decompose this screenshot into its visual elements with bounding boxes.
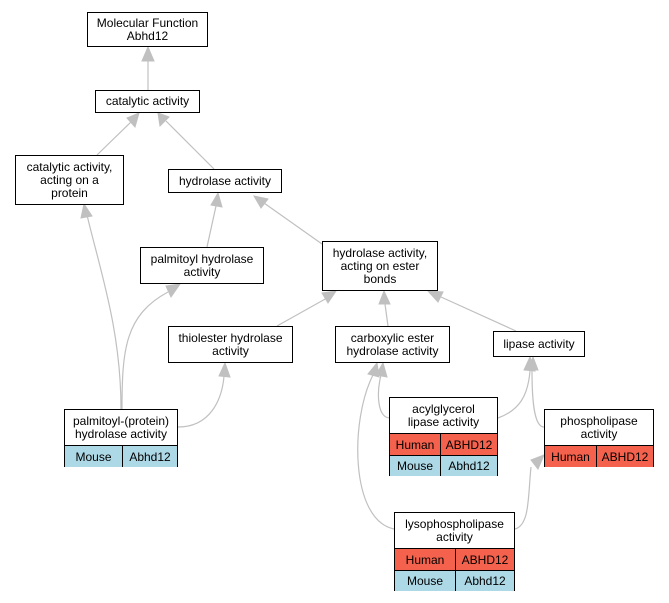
arrow-phospholipase-from-lyso xyxy=(530,454,545,470)
node-label: lipase activity xyxy=(503,336,575,351)
gene-row-human: Human ABHD12 xyxy=(545,446,653,467)
node-lipase-activity[interactable]: lipase activity xyxy=(493,331,585,357)
node-hydrolase-ester-bonds[interactable]: hydrolase activity, acting on ester bond… xyxy=(322,241,438,291)
species-mouse: Mouse xyxy=(390,456,440,476)
node-molecular-function[interactable]: Molecular Function Abhd12 xyxy=(87,12,208,47)
species-human: Human xyxy=(390,434,440,455)
edge-acylglycerol-to-carboxylic xyxy=(377,374,391,419)
node-label: Molecular Function Abhd12 xyxy=(96,15,199,43)
arrow-molecular-function xyxy=(141,45,155,62)
arrow-catalytic-right xyxy=(157,112,170,128)
arrow-hydrolase-ester-from-lipase xyxy=(426,290,444,303)
arrow-catalytic-protein-from-palmitoyl xyxy=(80,202,93,219)
arrow-hydrolase-from-ester xyxy=(252,195,269,209)
edge-acylglycerol-to-lipase xyxy=(497,370,531,419)
arrow-lipase-from-phospholipase xyxy=(527,355,539,371)
edge-lysophospholipase-to-phospholipase xyxy=(514,466,532,530)
node-title: palmitoyl-(protein) hydrolase activity xyxy=(65,410,177,446)
node-hydrolase-activity[interactable]: hydrolase activity xyxy=(168,169,282,193)
node-title: acylglycerol lipase activity xyxy=(390,398,497,434)
node-phospholipase-activity[interactable]: phospholipase activity Human ABHD12 xyxy=(544,409,654,467)
gene-abhd12: ABHD12 xyxy=(440,434,497,455)
edge-lipase-to-hydrolase-ester xyxy=(440,296,517,332)
gene-abhd12: Abhd12 xyxy=(122,446,177,467)
arrow-catalytic-left xyxy=(126,112,140,129)
arrow-thiolester-from-protein xyxy=(218,361,231,378)
node-label: catalytic activity, acting on a protein xyxy=(26,159,113,200)
species-mouse: Mouse xyxy=(65,446,122,467)
node-label: palmitoyl hydrolase activity xyxy=(150,251,254,279)
node-carboxylic-ester[interactable]: carboxylic ester hydrolase activity xyxy=(335,326,450,363)
arrow-hydrolase-ester-from-carboxylic xyxy=(378,289,391,305)
gene-row-human: Human ABHD12 xyxy=(390,434,497,455)
species-human: Human xyxy=(545,446,596,467)
gene-abhd12: Abhd12 xyxy=(440,456,497,476)
species-mouse: Mouse xyxy=(395,571,455,591)
gene-abhd12: Abhd12 xyxy=(455,571,514,591)
edge-thiolester-to-hydrolase-ester xyxy=(276,297,328,327)
node-label: catalytic activity xyxy=(105,94,190,108)
edge-palmitoyl-hydrolase-to-hydrolase xyxy=(206,205,217,248)
node-label: hydrolase activity, acting on ester bond… xyxy=(332,245,428,286)
edge-phospholipase-to-lipase xyxy=(531,370,545,428)
node-palmitoyl-protein-hydrolase[interactable]: palmitoyl-(protein) hydrolase activity M… xyxy=(64,409,178,467)
gene-abhd12: ABHD12 xyxy=(455,549,514,570)
gene-row-mouse: Mouse Abhd12 xyxy=(65,446,177,467)
edge-hydrolase-to-catalytic xyxy=(165,120,215,170)
arrow-palmitoyl-hydrolase-from-protein xyxy=(165,283,182,299)
node-catalytic-activity[interactable]: catalytic activity xyxy=(95,90,200,113)
node-label: hydrolase activity xyxy=(178,173,272,188)
gene-row-human: Human ABHD12 xyxy=(395,549,514,570)
edge-hydrolase-ester-to-hydrolase xyxy=(263,202,323,245)
edge-palmitoyl-protein-to-thiolester xyxy=(177,375,225,428)
node-lysophospholipase-activity[interactable]: lysophospholipase activity Human ABHD12 … xyxy=(394,512,515,591)
edge-palmitoyl-protein-to-palmitoyl-hydrolase xyxy=(121,291,169,410)
edge-carboxylic-to-hydrolase-ester xyxy=(384,303,389,327)
node-title: lysophospholipase activity xyxy=(395,513,514,549)
gene-row-mouse: Mouse Abhd12 xyxy=(395,570,514,591)
arrow-carboxylic-from-lyso xyxy=(367,361,380,378)
edge-palmitoyl-protein-to-catalytic-protein xyxy=(86,214,122,410)
species-human: Human xyxy=(395,549,455,570)
node-acylglycerol-lipase[interactable]: acylglycerol lipase activity Human ABHD1… xyxy=(389,397,498,476)
edge-lysophospholipase-to-carboxylic xyxy=(357,374,395,530)
edge-catalytic-protein-to-catalytic xyxy=(96,120,133,156)
gene-row-mouse: Mouse Abhd12 xyxy=(390,455,497,476)
node-thiolester-hydrolase[interactable]: thiolester hydrolase activity xyxy=(168,326,293,363)
node-title: phospholipase activity xyxy=(545,410,653,446)
node-palmitoyl-hydrolase[interactable]: palmitoyl hydrolase activity xyxy=(140,247,264,284)
arrow-hydrolase-ester-from-thiolester xyxy=(321,290,338,304)
node-catalytic-activity-protein[interactable]: catalytic activity, acting on a protein xyxy=(15,155,124,205)
gene-abhd12: ABHD12 xyxy=(596,446,653,467)
arrow-hydrolase-from-palmitoyl xyxy=(210,191,223,208)
node-label: carboxylic ester hydrolase activity xyxy=(346,330,439,358)
node-label: thiolester hydrolase activity xyxy=(178,330,283,358)
